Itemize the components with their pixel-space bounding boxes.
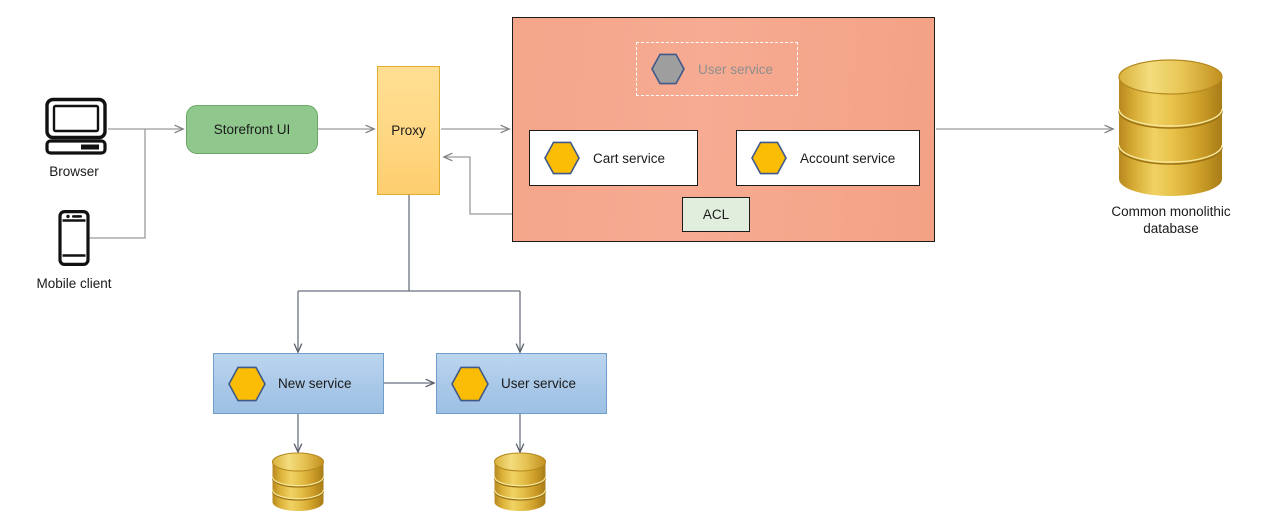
- new-service-node[interactable]: New service: [213, 353, 384, 414]
- desktop-computer-icon: [45, 97, 107, 155]
- user-service-label: User service: [501, 376, 577, 391]
- hexagon-icon: [651, 53, 685, 85]
- acl-node[interactable]: ACL: [682, 197, 750, 232]
- user-service-node[interactable]: User service: [436, 353, 607, 414]
- monolith-user-service-ghost-node[interactable]: User service: [636, 42, 798, 96]
- proxy-label: Proxy: [391, 123, 426, 138]
- database-cylinder-icon: [493, 452, 547, 512]
- new-service-label: New service: [278, 376, 352, 391]
- hexagon-icon: [544, 141, 580, 175]
- account-service-label: Account service: [800, 150, 896, 166]
- proxy-node[interactable]: Proxy: [377, 66, 440, 195]
- mobile-client-label: Mobile client: [36, 276, 112, 291]
- mobile-phone-icon: [58, 210, 90, 266]
- hexagon-icon: [751, 141, 787, 175]
- acl-label: ACL: [702, 207, 730, 222]
- storefront-ui-label: Storefront UI: [213, 122, 291, 137]
- cart-service-label: Cart service: [593, 150, 666, 166]
- database-cylinder-icon: [1117, 57, 1224, 199]
- storefront-ui-node[interactable]: Storefront UI: [186, 105, 318, 154]
- cart-service-node[interactable]: Cart service: [529, 130, 698, 186]
- common-database-label: Common monolithic database: [1111, 204, 1231, 236]
- database-cylinder-icon: [271, 452, 325, 512]
- browser-label: Browser: [49, 164, 99, 179]
- account-service-node[interactable]: Account service: [736, 130, 920, 186]
- monolith-user-service-ghost-label: User service: [698, 61, 774, 77]
- hexagon-icon: [451, 366, 489, 401]
- hexagon-icon: [228, 366, 266, 401]
